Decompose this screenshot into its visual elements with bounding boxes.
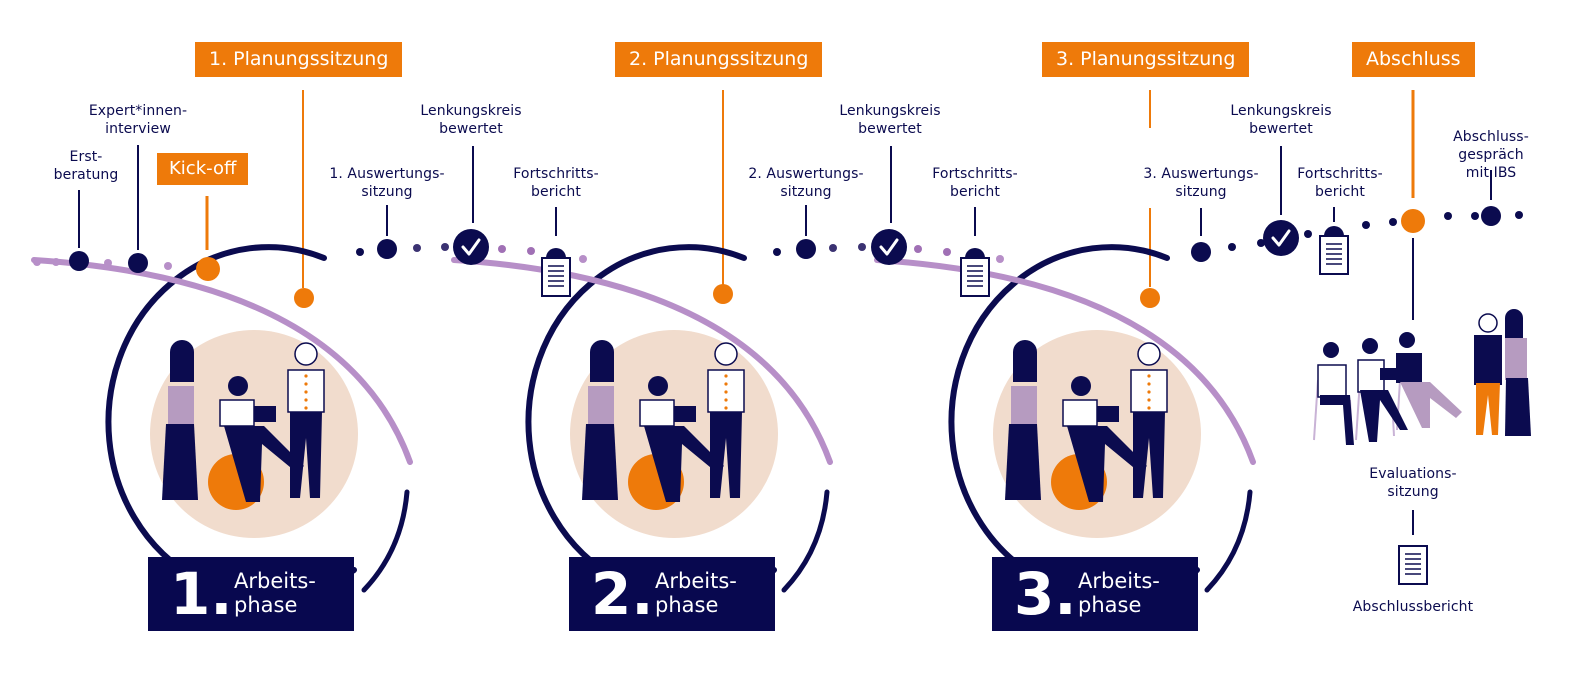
phase-number: 1.: [170, 560, 233, 628]
team-illustration: [993, 330, 1201, 538]
label-progress-1: Fortschritts- bericht: [513, 166, 599, 200]
team-illustration: [570, 330, 778, 538]
label-evaluation-1: 1. Auswertungs- sitzung: [329, 166, 445, 200]
team-illustration: [150, 330, 358, 538]
group-meeting-illustration: [1313, 309, 1531, 445]
phase-label: Arbeits- phase: [655, 569, 737, 617]
phase-number: 3.: [1014, 560, 1077, 628]
label-progress-2: Fortschritts- bericht: [932, 166, 1018, 200]
node-planning-1: [294, 288, 314, 308]
phase-number: 2.: [591, 560, 654, 628]
node-kickoff: [196, 257, 220, 281]
node-evaluation-1: [377, 239, 397, 259]
phase-3-box: 3. Arbeits- phase: [992, 557, 1198, 631]
clipboard-document-icon: [541, 248, 571, 297]
label-evaluation-2: 2. Auswertungs- sitzung: [748, 166, 864, 200]
node-planning-3: [1140, 288, 1160, 308]
check-circle-icon: [871, 229, 907, 265]
label-steering-3: Lenkungskreis bewertet: [1230, 103, 1332, 137]
milestone-planning-3: 3. Planungssitzung: [1042, 42, 1250, 77]
clipboard-document-icon: [960, 248, 990, 297]
node-erstberatung: [69, 251, 89, 271]
event-connectors: [78, 145, 1492, 535]
phase-1-box: 1. Arbeits- phase: [148, 557, 354, 631]
phase-label: Arbeits- phase: [1078, 569, 1160, 617]
node-expert-interview: [128, 253, 148, 273]
phase-2-box: 2. Arbeits- phase: [569, 557, 775, 631]
milestone-planning-2: 2. Planungssitzung: [615, 42, 823, 77]
label-progress-3: Fortschritts- bericht: [1297, 166, 1383, 200]
label-steering-2: Lenkungskreis bewertet: [839, 103, 941, 137]
event-nodes: [69, 206, 1501, 308]
label-evaluation-session: Evaluations- sitzung: [1369, 466, 1457, 500]
document-icon: [1398, 545, 1428, 585]
check-circle-icon: [453, 229, 489, 265]
label-closing-talk: Abschluss- gespräch mit IBS: [1453, 129, 1529, 181]
node-closing: [1401, 209, 1425, 233]
label-expert-interview: Expert*innen- interview: [88, 103, 188, 137]
node-planning-2: [713, 284, 733, 304]
milestone-planning-1: 1. Planungssitzung: [195, 42, 403, 77]
clipboard-document-icon: [1319, 226, 1349, 275]
timeline-dots: [33, 211, 1523, 270]
node-closing-talk: [1481, 206, 1501, 226]
phase-label: Arbeits- phase: [234, 569, 316, 617]
node-evaluation-3: [1191, 242, 1211, 262]
milestone-closing: Abschluss: [1352, 42, 1475, 77]
label-steering-1: Lenkungskreis bewertet: [420, 103, 522, 137]
milestone-kickoff: Kick-off: [157, 153, 249, 185]
label-final-report: Abschlussbericht: [1352, 599, 1474, 615]
check-circle-icon: [1263, 220, 1299, 256]
label-evaluation-3: 3. Auswertungs- sitzung: [1143, 166, 1259, 200]
label-erstberatung: Erst- beratung: [53, 149, 119, 183]
node-evaluation-2: [796, 239, 816, 259]
